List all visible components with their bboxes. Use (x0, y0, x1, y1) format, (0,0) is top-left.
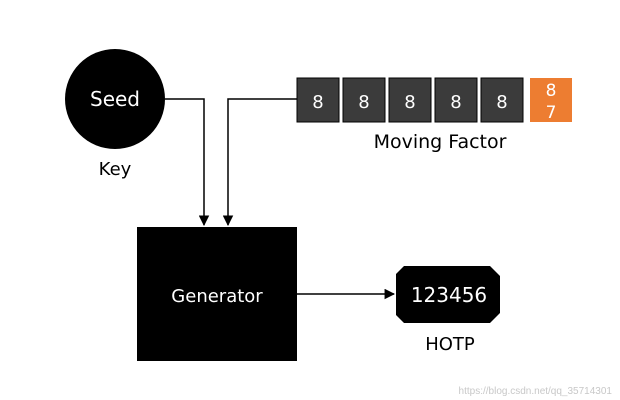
moving-factor-cell: 8 (342, 77, 386, 123)
watermark-text: https://blog.csdn.net/qq_35714301 (459, 386, 613, 397)
generator-node: Generator (137, 227, 297, 361)
hotp-value: 123456 (411, 283, 487, 307)
moving-factor-digit: 8 (404, 92, 415, 113)
moving-factor-cell: 8 (296, 77, 340, 123)
seed-label: Seed (90, 87, 140, 111)
seed-to-generator-arrow (165, 98, 210, 227)
generator-box (137, 227, 297, 361)
highlight-digit-top: 8 (546, 81, 557, 101)
moving-factor-cell: 8 (388, 77, 432, 123)
moving-factor-cell: 8 (434, 77, 478, 123)
moving-factor-digit: 8 (450, 92, 461, 113)
moving-factor-caption: Moving Factor (374, 131, 507, 153)
hotp-card (396, 266, 500, 323)
moving-factor-digit: 8 (358, 92, 369, 113)
key-caption: Key (99, 159, 132, 180)
highlight-digit-bottom: 7 (546, 103, 557, 123)
moving-factor: 8 8 8 8 8 8 7 (296, 77, 572, 123)
hotp-node: 123456 (396, 266, 500, 323)
moving-factor-digit: 8 (496, 92, 507, 113)
seed-node: Seed (65, 49, 165, 149)
generator-label: Generator (171, 286, 263, 307)
seed-circle (65, 49, 165, 149)
moving-factor-digit: 8 (312, 92, 323, 113)
moving-factor-cell: 8 (480, 77, 524, 123)
moving-factor-to-generator-arrow (222, 98, 297, 227)
moving-factor-highlight-cell: 8 7 (530, 78, 572, 123)
hotp-caption: HOTP (425, 334, 475, 355)
